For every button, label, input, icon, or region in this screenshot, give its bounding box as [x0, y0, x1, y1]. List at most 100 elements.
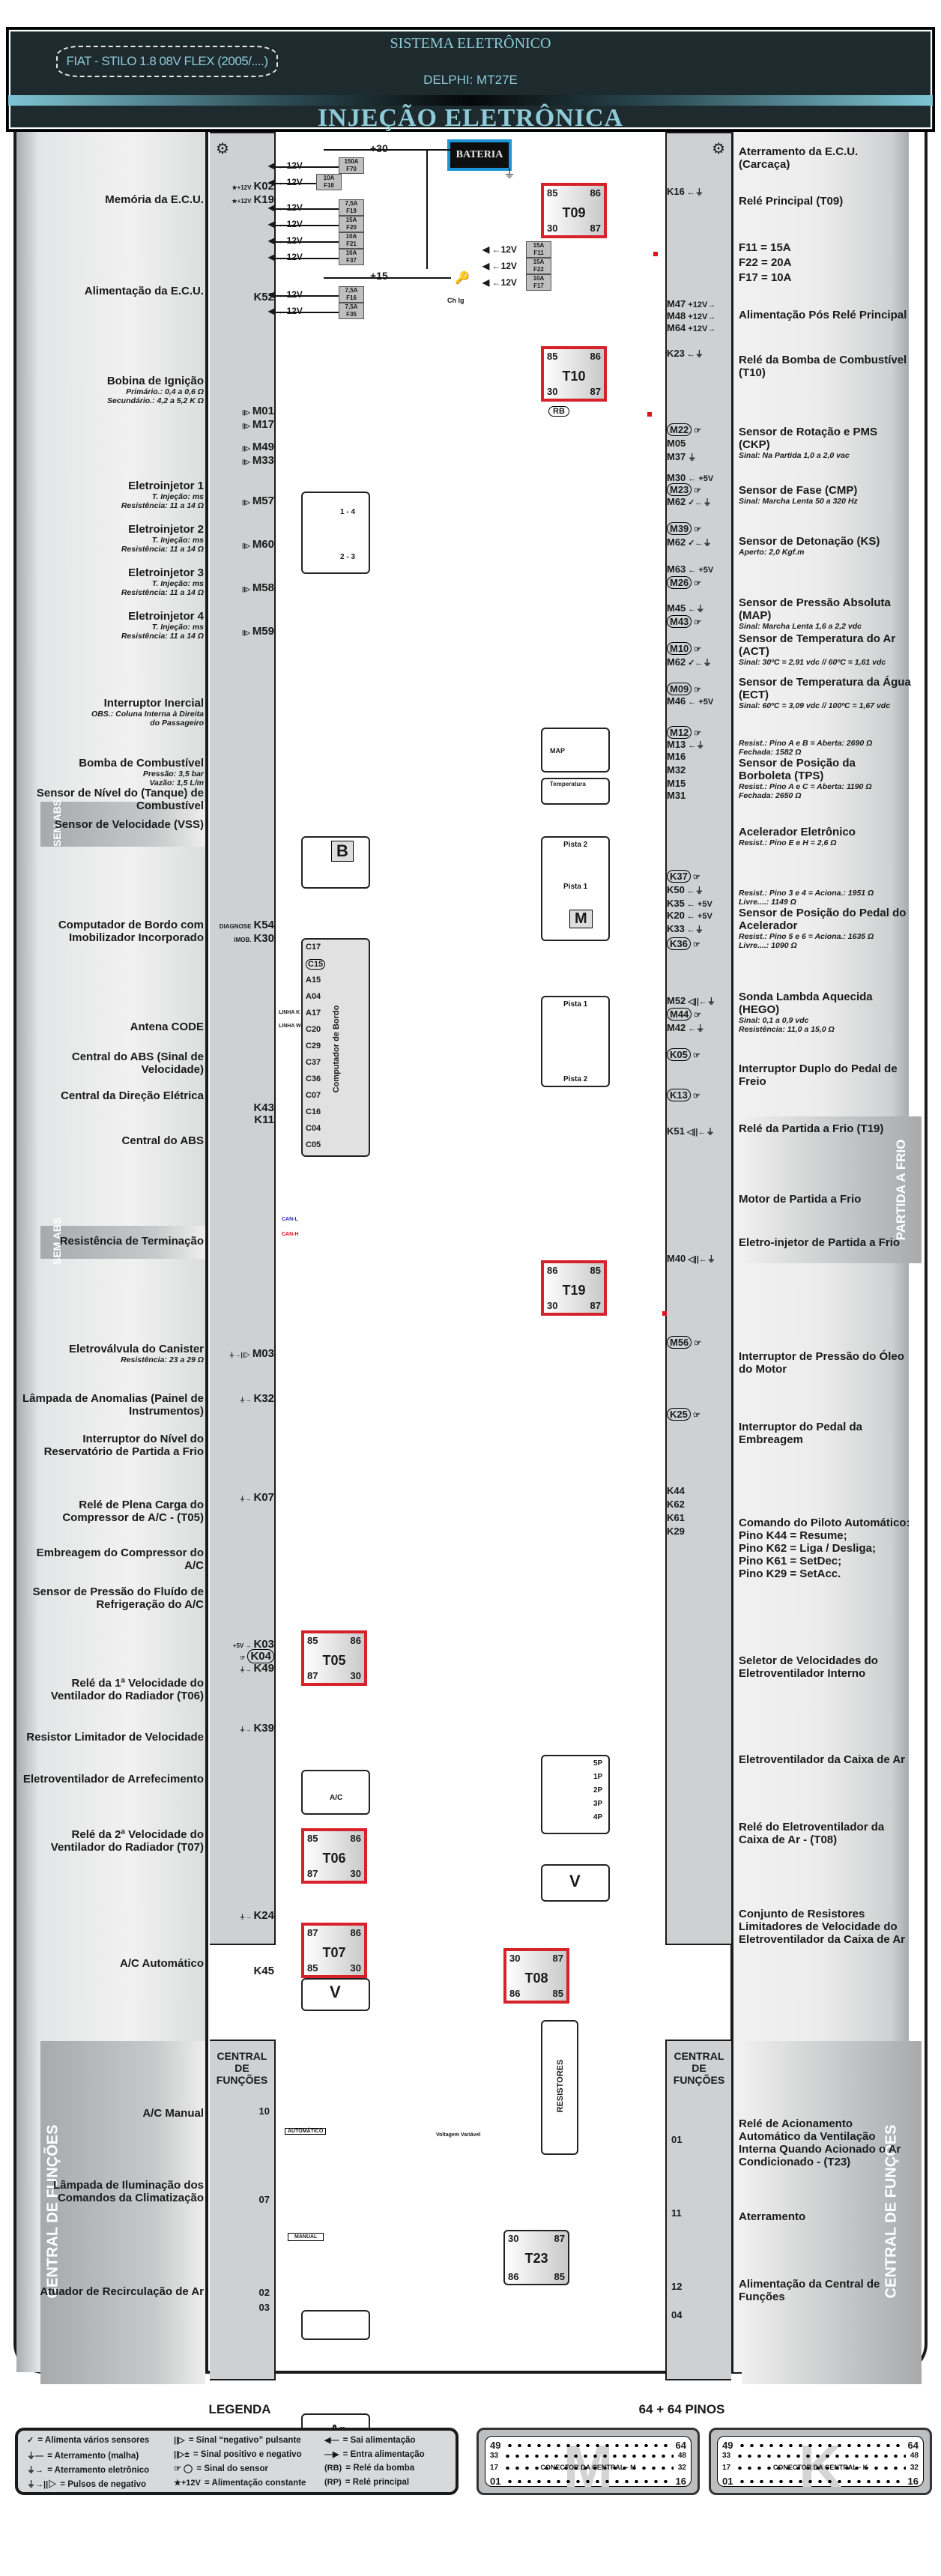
ignition-coil[interactable]: 1 - 4 2 - 3 [301, 492, 370, 574]
ecu-pin[interactable]: K52 [210, 291, 274, 303]
key-icon[interactable]: 🔑 [455, 272, 470, 285]
ecu-pin[interactable]: ||▷M33 [210, 454, 274, 467]
ecu-pin[interactable]: K16←⏚ [667, 186, 706, 198]
ecu-pin[interactable]: M62✓←⏚ [667, 536, 714, 548]
ecu-pin[interactable]: K11 [210, 1113, 274, 1126]
ecu-pin[interactable]: K36☞ [667, 937, 703, 950]
blower-motor[interactable]: V [541, 1864, 610, 1902]
map-sensor[interactable]: MAP [541, 728, 610, 773]
ecu-pin[interactable]: M15 [667, 778, 686, 789]
ecu-pin[interactable]: IMOB.K30 [210, 932, 274, 945]
ecu-pin[interactable]: M39☞ [667, 522, 704, 535]
ecu-pin[interactable]: M52◁||←⏚ [667, 995, 718, 1007]
ecu-pin[interactable]: M31 [667, 790, 686, 801]
ecu-pin[interactable]: K50←⏚ [667, 884, 706, 896]
ecu-pin[interactable]: M37⏚ [667, 451, 698, 463]
ecu-pin[interactable]: ||▷M49 [210, 441, 274, 453]
battery[interactable]: BATERIA [447, 139, 512, 171]
central-funcoes-pin[interactable]: 02 [258, 2287, 270, 2298]
ecu-pin[interactable]: K29 [667, 1526, 685, 1537]
ecu-pin[interactable]: ☞K04 [210, 1649, 274, 1663]
ecu-pin[interactable]: ⏚→K32 [210, 1392, 274, 1405]
ecu-pin[interactable]: ||▷M58 [210, 581, 274, 594]
ecu-pin[interactable]: M13←⏚ [667, 739, 706, 751]
ecu-pin[interactable]: M48+12V→ [667, 310, 718, 321]
pedal-sensor[interactable]: Pista 1 Pista 2 [541, 996, 610, 1087]
ecu-pin[interactable]: M30← +5V [667, 472, 715, 483]
ecu-pin[interactable]: M23☞ [667, 483, 704, 496]
ecu-pin[interactable]: ||▷M01 [210, 405, 274, 417]
ecu-pin[interactable]: K62 [667, 1499, 685, 1510]
ecu-pin[interactable]: M47+12V→ [667, 298, 718, 309]
ecu-pin[interactable]: K33←⏚ [667, 923, 706, 935]
central-funcoes-pin[interactable]: 01 [671, 2134, 683, 2145]
ecu-pin[interactable]: M56☞ [667, 1336, 704, 1349]
ecu-pin[interactable]: M62✓←⏚ [667, 496, 714, 508]
ecu-pin[interactable]: M63← +5V [667, 563, 715, 575]
ecu-pin[interactable]: M64+12V→ [667, 322, 718, 333]
ecu-pin[interactable]: M26☞ [667, 576, 704, 589]
ecu-pin[interactable]: K43 [210, 1101, 274, 1114]
ecu-pin[interactable]: ||▷M59 [210, 625, 274, 638]
ecu-pin[interactable]: M32 [667, 764, 686, 775]
tps-sensor[interactable]: Pista 2 Pista 1 M [541, 836, 610, 941]
fan-speed-selector[interactable] [541, 1755, 610, 1834]
ecu-pin[interactable]: ⏚→||▷M03 [210, 1347, 274, 1360]
ecu-pin[interactable]: M16 [667, 751, 686, 762]
ecu-pin[interactable]: M12☞ [667, 726, 704, 739]
ecu-pin[interactable]: K51◁||←⏚ [667, 1125, 716, 1137]
resistor-pack[interactable]: RESISTORES [541, 2020, 578, 2155]
ecu-pin[interactable]: ⏚→K24 [210, 1909, 274, 1922]
ecu-pin[interactable]: M10☞ [667, 642, 704, 655]
ecu-pin[interactable]: M46← +5V [667, 695, 715, 707]
ecu-pin[interactable]: M40◁||←⏚ [667, 1253, 718, 1265]
ecu-pin[interactable]: K05☞ [667, 1048, 703, 1061]
ecu-pin[interactable]: ||▷M60 [210, 538, 274, 551]
central-funcoes-pin[interactable]: 07 [258, 2194, 270, 2205]
ecu-pin[interactable]: M09☞ [667, 683, 704, 695]
ecu-pin[interactable]: +5V →K03 [210, 1638, 274, 1651]
ecu-pin[interactable]: K23←⏚ [667, 348, 706, 360]
ecu-pin[interactable]: K44 [667, 1485, 685, 1496]
ecu-pin[interactable]: K37☞ [667, 870, 703, 883]
ecu-pin[interactable]: K35← +5V [667, 898, 715, 909]
ac-pressure-sensor[interactable]: A/C [301, 1770, 370, 1815]
ecu-pin[interactable]: K45 [210, 1965, 274, 1977]
ecu-pin[interactable]: M45←⏚ [667, 602, 706, 614]
fuel-pump[interactable]: B [301, 836, 370, 889]
ecu-pin[interactable]: M43☞ [667, 615, 704, 628]
ecu-pin[interactable]: K25☞ [667, 1408, 703, 1421]
ecu-pin[interactable]: ⏚→K49 [210, 1662, 274, 1675]
ecu-pin[interactable]: M05 [667, 438, 686, 449]
act-sensor[interactable]: Temperatura [541, 778, 610, 805]
ecu-pin[interactable]: M62✓←⏚ [667, 656, 714, 668]
central-funcoes-pin[interactable]: 11 [671, 2207, 682, 2219]
central-funcoes-pin[interactable]: 10 [258, 2105, 270, 2117]
central-funcoes-pin[interactable]: 03 [258, 2302, 270, 2313]
ecu-pin[interactable]: K13☞ [667, 1089, 703, 1101]
ecu-pin[interactable]: ||▷M57 [210, 495, 274, 507]
ecu-pin[interactable]: ⏚→K39 [210, 1722, 274, 1735]
ecu-pin[interactable]: M44☞ [667, 1008, 704, 1021]
ecu-pin[interactable]: ⏚→K07 [210, 1491, 274, 1504]
ecu-pin[interactable]: M22☞ [667, 423, 704, 436]
obc-unit[interactable]: Computador de Bordo [301, 938, 370, 1157]
central-funcoes-pin[interactable]: 12 [671, 2281, 683, 2292]
ecu-pin[interactable]: ||▷M17 [210, 418, 274, 431]
central-funcoes-pin[interactable]: 04 [671, 2309, 683, 2320]
climate-lamp[interactable] [301, 2310, 370, 2340]
cooling-fan[interactable]: V [301, 1978, 370, 2011]
ecu-pin[interactable]: K20← +5V [667, 910, 715, 921]
ecu-pin[interactable]: M42←⏚ [667, 1022, 706, 1034]
